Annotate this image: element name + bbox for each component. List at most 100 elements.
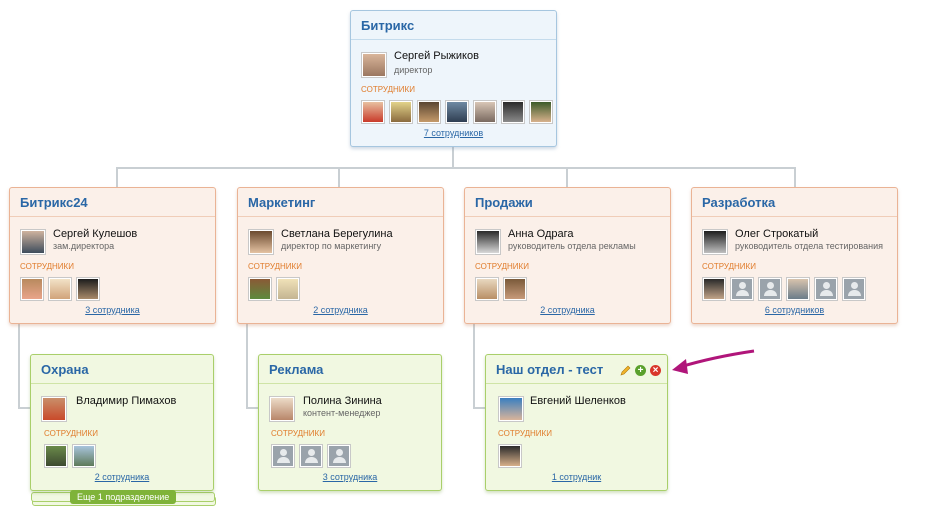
avatar[interactable] xyxy=(814,277,838,301)
head-name[interactable]: Светлана Берегулина xyxy=(281,228,393,240)
employee-count-link[interactable]: 6 сотрудников xyxy=(764,305,825,315)
avatar[interactable] xyxy=(271,444,295,468)
employee-count-link[interactable]: 3 сотрудника xyxy=(322,472,378,482)
head-position: контент-менеджер xyxy=(303,408,381,418)
head-name[interactable]: Сергей Рыжиков xyxy=(394,50,479,62)
head-name[interactable]: Владимир Пимахов xyxy=(76,395,177,407)
employee-count-link[interactable]: 2 сотрудника xyxy=(313,305,368,315)
avatar[interactable] xyxy=(269,396,295,422)
connector-3 xyxy=(566,167,568,188)
employees-label: сотрудники xyxy=(498,429,552,438)
avatar[interactable] xyxy=(20,277,44,301)
employees-label: сотрудники xyxy=(44,429,98,438)
employee-avatars xyxy=(361,100,553,124)
employee-avatars xyxy=(271,444,351,468)
connector-2 xyxy=(338,167,340,188)
sub-connector-2v xyxy=(246,324,248,408)
connector-bar xyxy=(116,167,795,169)
employees-label: сотрудники xyxy=(475,262,529,271)
employee-count-link[interactable]: 2 сотрудника xyxy=(94,472,150,482)
close-icon[interactable]: × xyxy=(650,365,661,376)
avatar[interactable] xyxy=(475,277,499,301)
employees-label: сотрудники xyxy=(702,262,756,271)
employee-avatars xyxy=(44,444,96,468)
head-position: зам.директора xyxy=(53,241,115,251)
head-name[interactable]: Полина Зинина xyxy=(303,395,382,407)
avatar[interactable] xyxy=(498,396,524,422)
sub-connector-3v xyxy=(473,324,475,408)
avatar[interactable] xyxy=(248,229,274,255)
head-name[interactable]: Олег Строкатый xyxy=(735,228,819,240)
avatar[interactable] xyxy=(299,444,323,468)
avatar[interactable] xyxy=(72,444,96,468)
avatar[interactable] xyxy=(445,100,469,124)
head-position: директор по маркетингу xyxy=(281,241,382,251)
avatar[interactable] xyxy=(361,52,387,78)
department-card-sales[interactable]: Продажи Анна Одрага руководитель отдела … xyxy=(464,187,671,324)
department-title[interactable]: Маркетинг xyxy=(238,188,443,217)
head-name[interactable]: Анна Одрага xyxy=(508,228,574,240)
department-card-security[interactable]: Охрана Владимир Пимахов сотрудники 2 сот… xyxy=(30,354,214,491)
department-title[interactable]: Охрана xyxy=(31,355,213,384)
department-card-marketing[interactable]: Маркетинг Светлана Берегулина директор п… xyxy=(237,187,444,324)
head-position: директор xyxy=(394,65,433,75)
avatar[interactable] xyxy=(498,444,522,468)
sub-connector-1h xyxy=(18,407,31,409)
avatar[interactable] xyxy=(248,277,272,301)
department-card-bitrix[interactable]: Битрикс Сергей Рыжиков директор сотрудни… xyxy=(350,10,557,147)
department-card-development[interactable]: Разработка Олег Строкатый руководитель о… xyxy=(691,187,898,324)
head-name[interactable]: Сергей Кулешов xyxy=(53,228,138,240)
head-name[interactable]: Евгений Шеленков xyxy=(530,395,626,407)
more-subdepartments-badge[interactable]: Еще 1 подразделение xyxy=(70,490,177,504)
department-title[interactable]: Продажи xyxy=(465,188,670,217)
avatar[interactable] xyxy=(327,444,351,468)
connector-1 xyxy=(116,167,118,188)
employees-label: сотрудники xyxy=(361,85,415,94)
avatar[interactable] xyxy=(389,100,413,124)
department-card-test[interactable]: Наш отдел - тест Евгений Шеленков сотруд… xyxy=(485,354,668,491)
avatar[interactable] xyxy=(473,100,497,124)
employees-label: сотрудники xyxy=(271,429,325,438)
connector-4 xyxy=(794,167,796,188)
avatar[interactable] xyxy=(361,100,385,124)
employee-count-link[interactable]: 1 сотрудник xyxy=(551,472,602,482)
avatar[interactable] xyxy=(786,277,810,301)
employee-avatars xyxy=(475,277,527,301)
plus-icon[interactable]: + xyxy=(635,365,646,376)
department-title[interactable]: Наш отдел - тест xyxy=(486,355,667,384)
sub-connector-1v xyxy=(18,324,20,408)
avatar[interactable] xyxy=(48,277,72,301)
avatar[interactable] xyxy=(76,277,100,301)
avatar[interactable] xyxy=(702,277,726,301)
avatar[interactable] xyxy=(276,277,300,301)
avatar[interactable] xyxy=(475,229,501,255)
employee-count-link[interactable]: 2 сотрудника xyxy=(540,305,595,315)
avatar[interactable] xyxy=(503,277,527,301)
department-card-bitrix24[interactable]: Битрикс24 Сергей Кулешов зам.директора с… xyxy=(9,187,216,324)
department-title[interactable]: Реклама xyxy=(259,355,441,384)
pencil-icon[interactable] xyxy=(620,365,631,376)
avatar[interactable] xyxy=(20,229,46,255)
avatar[interactable] xyxy=(41,396,67,422)
avatar[interactable] xyxy=(501,100,525,124)
employee-avatars xyxy=(248,277,300,301)
sub-connector-3h xyxy=(473,407,485,409)
avatar[interactable] xyxy=(758,277,782,301)
avatar[interactable] xyxy=(417,100,441,124)
employees-label: сотрудники xyxy=(248,262,302,271)
avatar[interactable] xyxy=(529,100,553,124)
avatar[interactable] xyxy=(730,277,754,301)
employee-count-link[interactable]: 3 сотрудника xyxy=(85,305,140,315)
employee-avatars xyxy=(20,277,100,301)
department-title[interactable]: Разработка xyxy=(692,188,897,217)
department-title[interactable]: Битрикс24 xyxy=(10,188,215,217)
employee-count-link[interactable]: 7 сотрудников xyxy=(423,128,484,138)
avatar[interactable] xyxy=(702,229,728,255)
avatar[interactable] xyxy=(44,444,68,468)
head-position: руководитель отдела рекламы xyxy=(508,241,636,251)
department-title[interactable]: Битрикс xyxy=(351,11,556,40)
department-card-advertising[interactable]: Реклама Полина Зинина контент-менеджер с… xyxy=(258,354,442,491)
sub-connector-2h xyxy=(246,407,258,409)
employee-avatars xyxy=(702,277,866,301)
avatar[interactable] xyxy=(842,277,866,301)
